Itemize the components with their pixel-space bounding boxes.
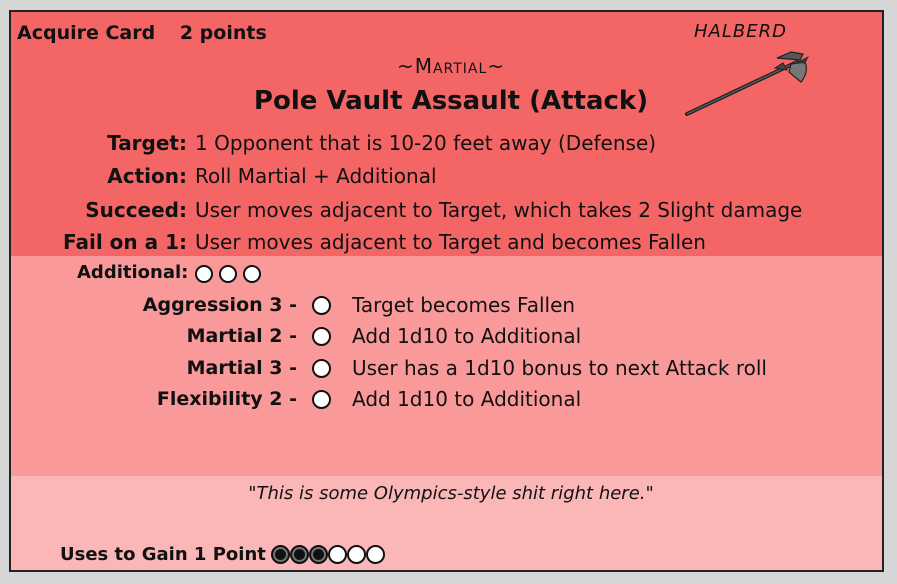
points-value: 2 points — [179, 22, 267, 44]
option-circle[interactable] — [312, 359, 331, 378]
fail-value: User moves adjacent to Target and become… — [195, 230, 706, 254]
action-label: Action: — [107, 164, 187, 188]
additional-slots — [195, 263, 262, 283]
option-circle[interactable] — [312, 327, 331, 346]
option-effect: User has a 1d10 bonus to next Attack rol… — [352, 356, 767, 380]
additional-label: Additional: — [77, 262, 189, 283]
target-value: 1 Opponent that is 10-20 feet away (Defe… — [195, 131, 657, 155]
option-effect: Add 1d10 to Additional — [352, 387, 582, 411]
option-effect: Target becomes Fallen — [352, 293, 576, 317]
action-value: Roll Martial + Additional — [195, 164, 437, 188]
option-circle[interactable] — [312, 390, 331, 409]
option-circle[interactable] — [312, 296, 331, 315]
option-checkbox[interactable] — [312, 358, 331, 378]
use-circle-filled[interactable] — [309, 545, 328, 564]
option-checkbox[interactable] — [312, 389, 331, 409]
option-requirement: Aggression 3 - — [142, 294, 297, 316]
weapon-type: HALBERD — [694, 21, 787, 42]
card-title: Pole Vault Assault (Attack) — [253, 86, 649, 116]
use-circle-filled[interactable] — [271, 545, 290, 564]
option-requirement: Flexibility 2 - — [156, 388, 297, 410]
card-category: ~Martial~ — [396, 54, 506, 78]
ability-card: Acquire Card 2 points HALBERD ~Martial~ … — [9, 10, 884, 572]
use-circle-filled[interactable] — [290, 545, 309, 564]
succeed-label: Succeed: — [85, 198, 187, 222]
target-label: Target: — [107, 131, 187, 155]
flavor-quote: "This is some Olympics-style shit right … — [248, 483, 654, 504]
acquire-label: Acquire Card — [17, 22, 156, 44]
succeed-value: User moves adjacent to Target, which tak… — [195, 198, 803, 222]
uses-tracker — [271, 544, 385, 564]
option-requirement: Martial 3 - — [186, 357, 297, 379]
card-footer-zone — [11, 476, 882, 570]
halberd-icon — [685, 51, 809, 116]
additional-slot-circle[interactable] — [219, 264, 238, 283]
uses-label: Uses to Gain 1 Point — [60, 544, 266, 565]
additional-slot-circle[interactable] — [195, 264, 213, 283]
card-header-zone — [11, 12, 882, 256]
option-requirement: Martial 2 - — [186, 325, 297, 347]
use-circle-empty[interactable] — [347, 545, 366, 564]
fail-label: Fail on a 1: — [63, 230, 187, 254]
card-options-zone — [11, 256, 882, 476]
use-circle-empty[interactable] — [366, 545, 385, 564]
option-effect: Add 1d10 to Additional — [352, 324, 582, 348]
acquire-card-text: Acquire Card 2 points — [17, 22, 267, 44]
additional-slot-circle[interactable] — [243, 264, 262, 283]
option-checkbox[interactable] — [312, 326, 331, 346]
use-circle-empty[interactable] — [328, 545, 347, 564]
option-checkbox[interactable] — [312, 295, 331, 315]
